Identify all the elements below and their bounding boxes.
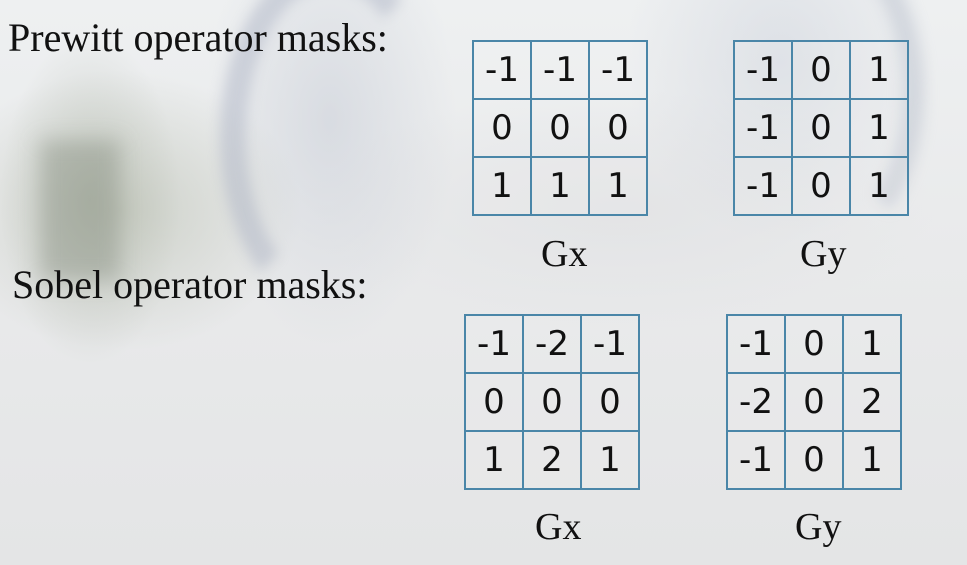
matrix-cell: 1 <box>580 430 640 490</box>
matrix-cell: 0 <box>791 98 851 158</box>
matrix-row: 0 0 0 <box>472 98 648 158</box>
matrix-cell: -1 <box>530 40 590 100</box>
sobel-gx-matrix: -1 -2 -1 0 0 0 1 2 1 <box>464 314 640 490</box>
matrix-cell: 2 <box>842 372 902 432</box>
matrix-cell: 0 <box>784 430 844 490</box>
matrix-cell: -1 <box>588 40 648 100</box>
prewitt-gx-matrix: -1 -1 -1 0 0 0 1 1 1 <box>472 40 648 216</box>
matrix-row: -1 -1 -1 <box>472 40 648 100</box>
matrix-cell: -2 <box>522 314 582 374</box>
matrix-cell: -1 <box>726 430 786 490</box>
matrix-cell: 0 <box>522 372 582 432</box>
matrix-cell: 1 <box>588 156 648 216</box>
sobel-gy-matrix: -1 0 1 -2 0 2 -1 0 1 <box>726 314 902 490</box>
background-blur-block <box>40 140 120 280</box>
matrix-cell: 0 <box>791 156 851 216</box>
matrix-cell: 0 <box>784 314 844 374</box>
matrix-cell: 0 <box>791 40 851 100</box>
matrix-cell: -1 <box>733 40 793 100</box>
matrix-cell: -1 <box>472 40 532 100</box>
matrix-row: -1 0 1 <box>733 40 909 100</box>
matrix-cell: -1 <box>733 156 793 216</box>
matrix-cell: 0 <box>464 372 524 432</box>
prewitt-gy-matrix: -1 0 1 -1 0 1 -1 0 1 <box>733 40 909 216</box>
matrix-cell: 1 <box>530 156 590 216</box>
matrix-row: -2 0 2 <box>726 372 902 432</box>
matrix-cell: -1 <box>726 314 786 374</box>
prewitt-gy-label: Gy <box>800 233 847 275</box>
matrix-row: -1 -2 -1 <box>464 314 640 374</box>
matrix-row: -1 0 1 <box>733 156 909 216</box>
sobel-gx-label: Gx <box>535 506 582 548</box>
sobel-title: Sobel operator masks: <box>12 262 368 307</box>
matrix-row: -1 0 1 <box>733 98 909 158</box>
matrix-cell: 1 <box>842 430 902 490</box>
matrix-cell: 0 <box>784 372 844 432</box>
matrix-cell: 1 <box>849 98 909 158</box>
matrix-row: 0 0 0 <box>464 372 640 432</box>
matrix-cell: 0 <box>588 98 648 158</box>
prewitt-title: Prewitt operator masks: <box>8 15 388 60</box>
matrix-cell: -1 <box>733 98 793 158</box>
matrix-row: 1 2 1 <box>464 430 640 490</box>
sobel-gy-label: Gy <box>795 506 842 548</box>
prewitt-gx-label: Gx <box>541 233 588 275</box>
matrix-cell: -1 <box>464 314 524 374</box>
matrix-cell: 1 <box>472 156 532 216</box>
matrix-cell: 0 <box>472 98 532 158</box>
matrix-cell: 0 <box>530 98 590 158</box>
matrix-cell: 1 <box>849 156 909 216</box>
matrix-cell: -2 <box>726 372 786 432</box>
matrix-cell: 1 <box>464 430 524 490</box>
matrix-cell: 0 <box>580 372 640 432</box>
matrix-row: 1 1 1 <box>472 156 648 216</box>
matrix-cell: 2 <box>522 430 582 490</box>
matrix-row: -1 0 1 <box>726 430 902 490</box>
matrix-row: -1 0 1 <box>726 314 902 374</box>
matrix-cell: 1 <box>842 314 902 374</box>
matrix-cell: -1 <box>580 314 640 374</box>
matrix-cell: 1 <box>849 40 909 100</box>
